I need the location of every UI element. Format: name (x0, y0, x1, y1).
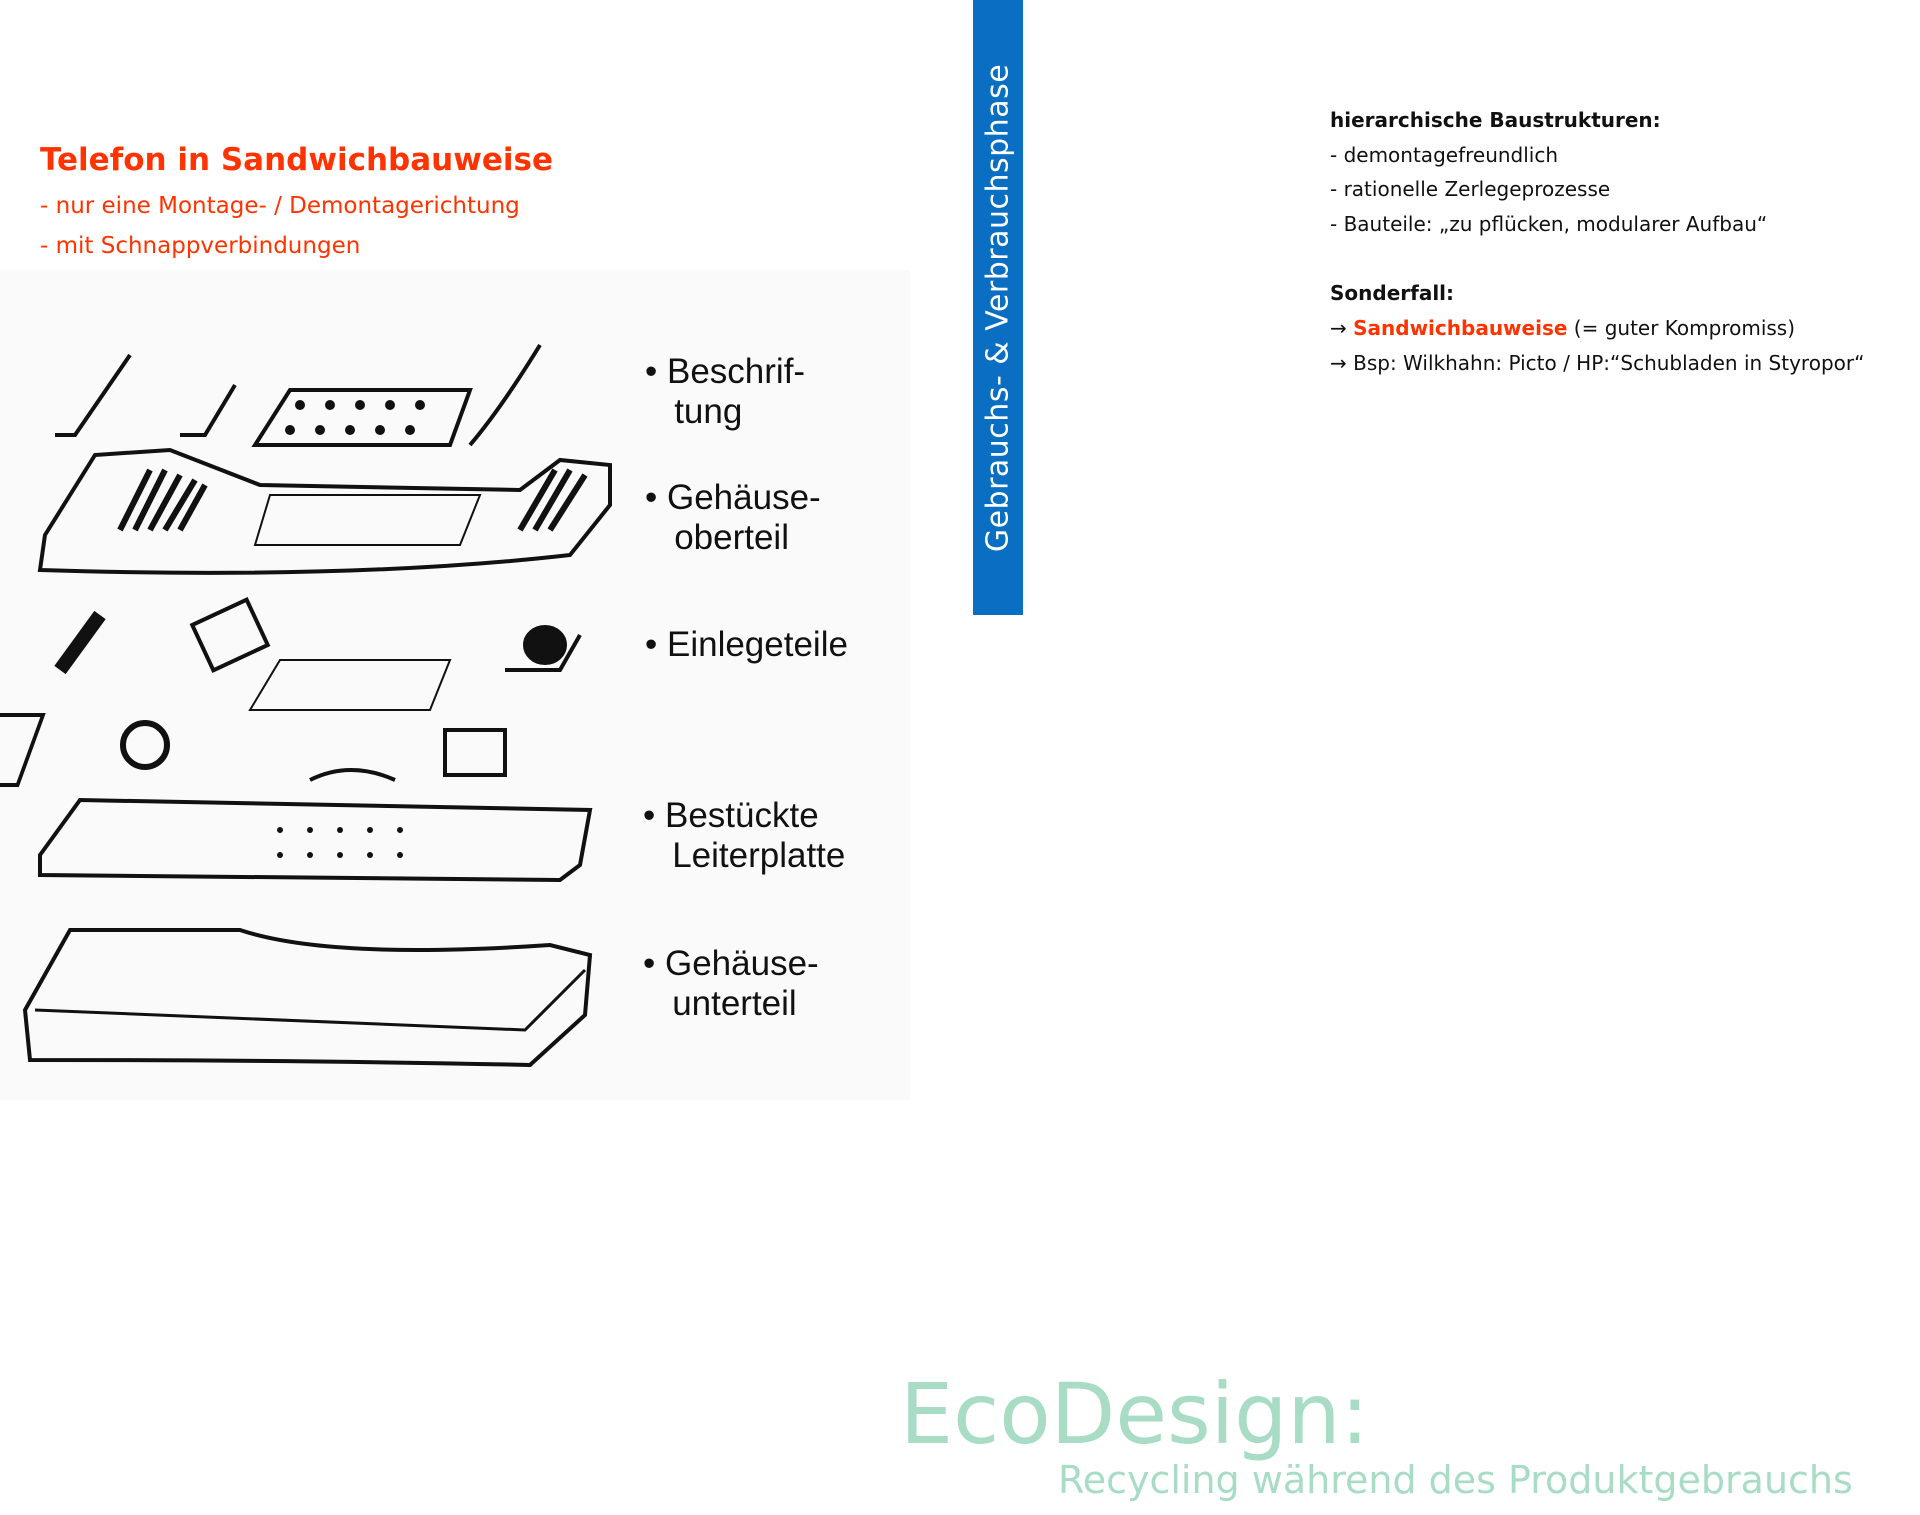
arrow-icon: → (1330, 316, 1347, 340)
item-example: → Bsp: Wilkhahn: Picto / HP:“Schubladen … (1330, 351, 1864, 375)
arrow-icon: → (1330, 351, 1347, 375)
label-line: Gehäuse- (666, 478, 821, 517)
housing-bottom (22, 928, 593, 1068)
point-1: - nur eine Montage- / Demontagerichtung (40, 193, 520, 219)
label-line: Beschrif- (666, 352, 806, 391)
phone-drawing (0, 343, 612, 1068)
housing-top (37, 447, 612, 575)
circuit-board (38, 797, 593, 883)
heading-text: hierarchische Baustrukturen: (1330, 108, 1661, 132)
heading-text: Sonderfall: (1330, 281, 1455, 305)
point-2: - mit Schnappverbindungen (40, 233, 361, 259)
label-line: Leiterplatte (672, 836, 846, 875)
item-text: Bsp: Wilkhahn: Picto / HP:“Schubladen in… (1353, 351, 1865, 375)
label-line: Einlegeteile (666, 625, 848, 664)
label-line: tung (674, 392, 743, 431)
label-line: Gehäuse- (664, 944, 819, 983)
footer-subtitle: Recycling während des Produktgebrauchs (1058, 1458, 1853, 1502)
label-line: oberteil (674, 518, 789, 557)
slide-title: Telefon in Sandwichbauweise (40, 142, 553, 178)
item-text: (= guter Kompromiss) (1567, 316, 1796, 340)
heading-sonderfall: Sonderfall: (1330, 281, 1454, 305)
bullet-label-einlegeteile: • Einlegeteile (645, 625, 848, 664)
exploded-phone-illustration: • Beschrif- tung • Gehäuse- oberteil • E… (0, 270, 910, 1100)
insert-parts (0, 597, 582, 787)
label-line: Bestückte (664, 796, 819, 835)
side-tab-label: Gebrauchs- & Verbrauchsphase (980, 63, 1016, 552)
item-2: - rationelle Zerlegeprozesse (1330, 177, 1611, 201)
bullet-label-gehaeuse-oberteil: • Gehäuse- oberteil (645, 478, 821, 557)
label-line: unterteil (672, 984, 797, 1023)
bullet-label-gehaeuse-unterteil: • Gehäuse- unterteil (643, 944, 819, 1023)
item-1: - demontagefreundlich (1330, 143, 1559, 167)
side-tab: Gebrauchs- & Verbrauchsphase (973, 0, 1023, 615)
item-3: - Bauteile: „zu pflücken, modularer Aufb… (1330, 212, 1768, 236)
footer-title: EcoDesign: (900, 1365, 1369, 1463)
bullet-label-leiterplatte: • Bestückte Leiterplatte (643, 796, 846, 875)
heading-baustrukturen: hierarchische Baustrukturen: (1330, 108, 1661, 132)
label-strips (55, 343, 542, 447)
highlight-text: Sandwichbauweise (1353, 316, 1568, 340)
bullet-label-beschriftung: • Beschrif- tung (645, 352, 806, 431)
item-sandwich: → Sandwichbauweise (= guter Kompromiss) (1330, 316, 1795, 340)
